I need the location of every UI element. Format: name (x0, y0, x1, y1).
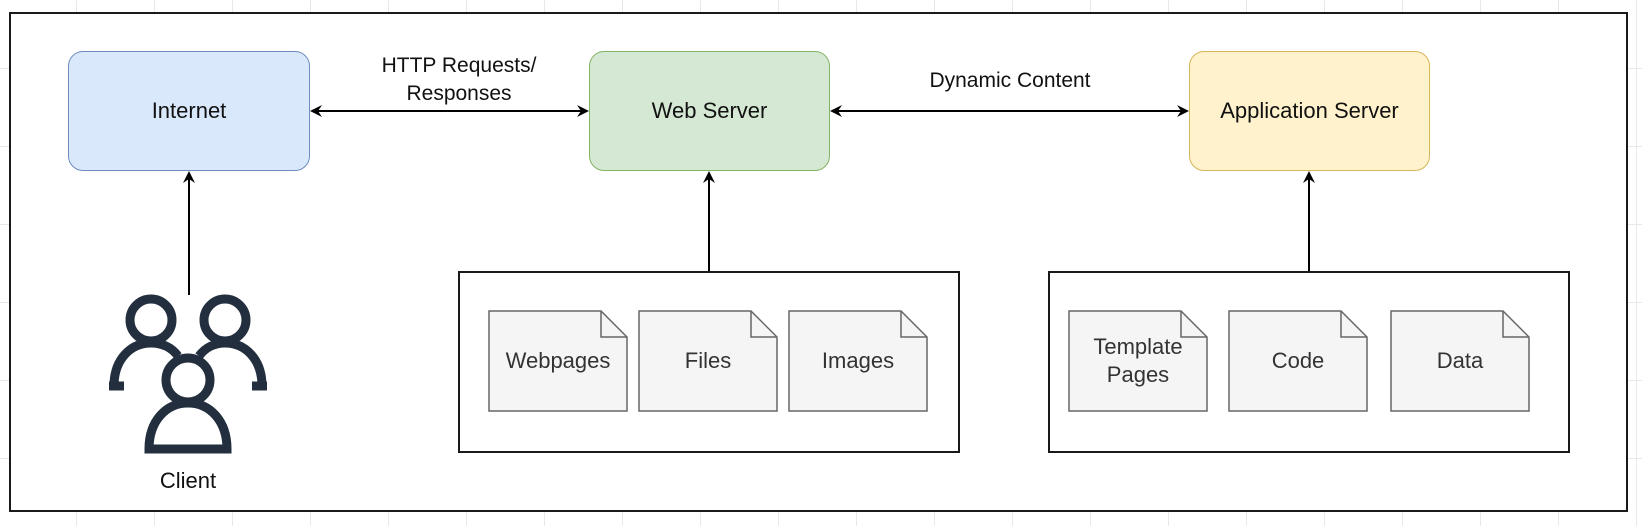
document-images[interactable]: Images (788, 310, 928, 412)
document-label: Files (684, 348, 732, 373)
internet-node[interactable]: Internet (68, 51, 310, 171)
document-label: Images (821, 348, 895, 373)
document-label: Code (1271, 348, 1325, 373)
document-data[interactable]: Data (1390, 310, 1530, 412)
web-server-node[interactable]: Web Server (589, 51, 830, 171)
document-files[interactable]: Files (638, 310, 778, 412)
document-label: Template Pages (1093, 334, 1183, 387)
document-code[interactable]: Code (1228, 310, 1368, 412)
dynamic-content-edge-label: Dynamic Content (929, 69, 1091, 92)
document-shape (1068, 310, 1208, 412)
document-label: Webpages (505, 348, 611, 373)
internet-label: Internet (151, 98, 227, 123)
web-server-label: Web Server (651, 98, 768, 123)
application-server-label: Application Server (1220, 98, 1399, 123)
http-edge-label: HTTP Requests/ Responses (381, 54, 537, 105)
application-server-node[interactable]: Application Server (1189, 51, 1430, 171)
document-shape (1390, 310, 1530, 412)
document-shape (788, 310, 928, 412)
document-shape (1228, 310, 1368, 412)
document-shape (488, 310, 628, 412)
client-label: Client (159, 468, 217, 493)
document-shape (638, 310, 778, 412)
document-label: Data (1436, 348, 1484, 373)
document-template-pages[interactable]: Template Pages (1068, 310, 1208, 412)
document-webpages[interactable]: Webpages (488, 310, 628, 412)
